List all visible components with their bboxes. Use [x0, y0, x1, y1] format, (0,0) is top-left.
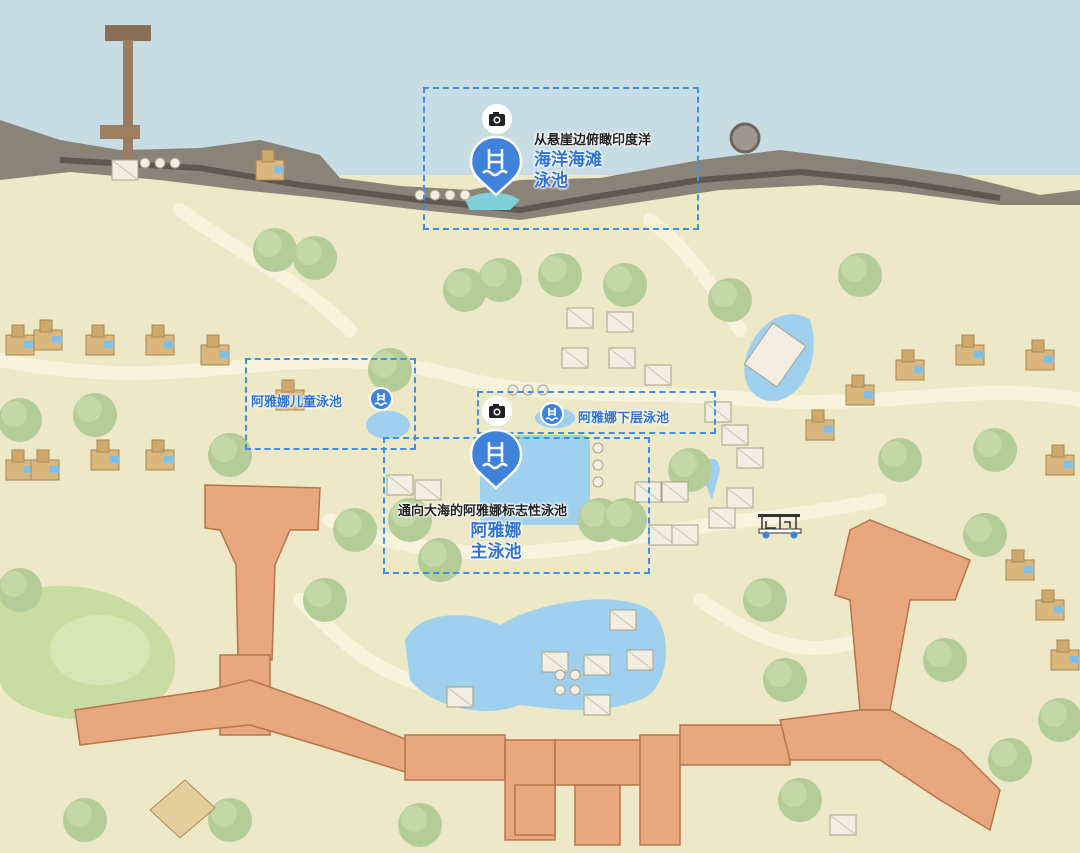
pier-sign	[105, 25, 151, 41]
main-pool-name: 阿雅娜 主泳池	[470, 521, 522, 562]
ocean-beach-pool-water	[465, 192, 520, 210]
ocean-beach-pool-photo-button[interactable]	[482, 104, 512, 134]
camera-icon	[489, 112, 505, 126]
ocean-beach-pool-area[interactable]	[423, 87, 699, 230]
cliff-rocks	[0, 120, 1080, 220]
pool-icon	[469, 135, 523, 197]
beach-loungers	[139, 157, 604, 696]
lookout	[729, 122, 761, 154]
kids-pool-name: 阿雅娜儿童泳池	[251, 395, 343, 410]
pool-icon	[545, 408, 559, 421]
ocean-beach-pool-name: 海洋海滩 泳池	[534, 150, 602, 191]
hotel-buildings	[74, 484, 1001, 846]
east-building	[743, 322, 807, 388]
southwest-building	[149, 779, 216, 839]
main-pool-marker[interactable]	[469, 428, 523, 492]
ocean-beach-pool-caption: 从悬崖边俯瞰印度洋	[534, 133, 652, 148]
kids-pool-area[interactable]	[245, 358, 416, 450]
pier	[123, 40, 133, 165]
main-pool-area[interactable]	[383, 437, 650, 574]
golf-cart-icon	[758, 514, 802, 539]
main-pool-caption: 通向大海的阿雅娜标志性泳池	[398, 504, 568, 519]
lower-pool-marker[interactable]	[540, 402, 564, 426]
main-pool-photo-button[interactable]	[482, 396, 512, 426]
cliff-shadow	[59, 157, 1001, 214]
kids-pool-marker[interactable]	[369, 387, 393, 411]
camera-icon	[489, 404, 505, 418]
ocean-beach-pool-marker[interactable]	[469, 135, 523, 199]
lagoon-pool-water	[405, 599, 667, 711]
lower-pool-area[interactable]	[477, 391, 716, 434]
golf-cart-marker	[756, 512, 804, 544]
lower-pool-name: 阿雅娜下层泳池	[578, 411, 670, 426]
pool-icon	[469, 428, 523, 490]
pool-icon	[374, 393, 388, 406]
kids-pool-water	[366, 411, 410, 439]
pier-platform	[100, 125, 140, 139]
